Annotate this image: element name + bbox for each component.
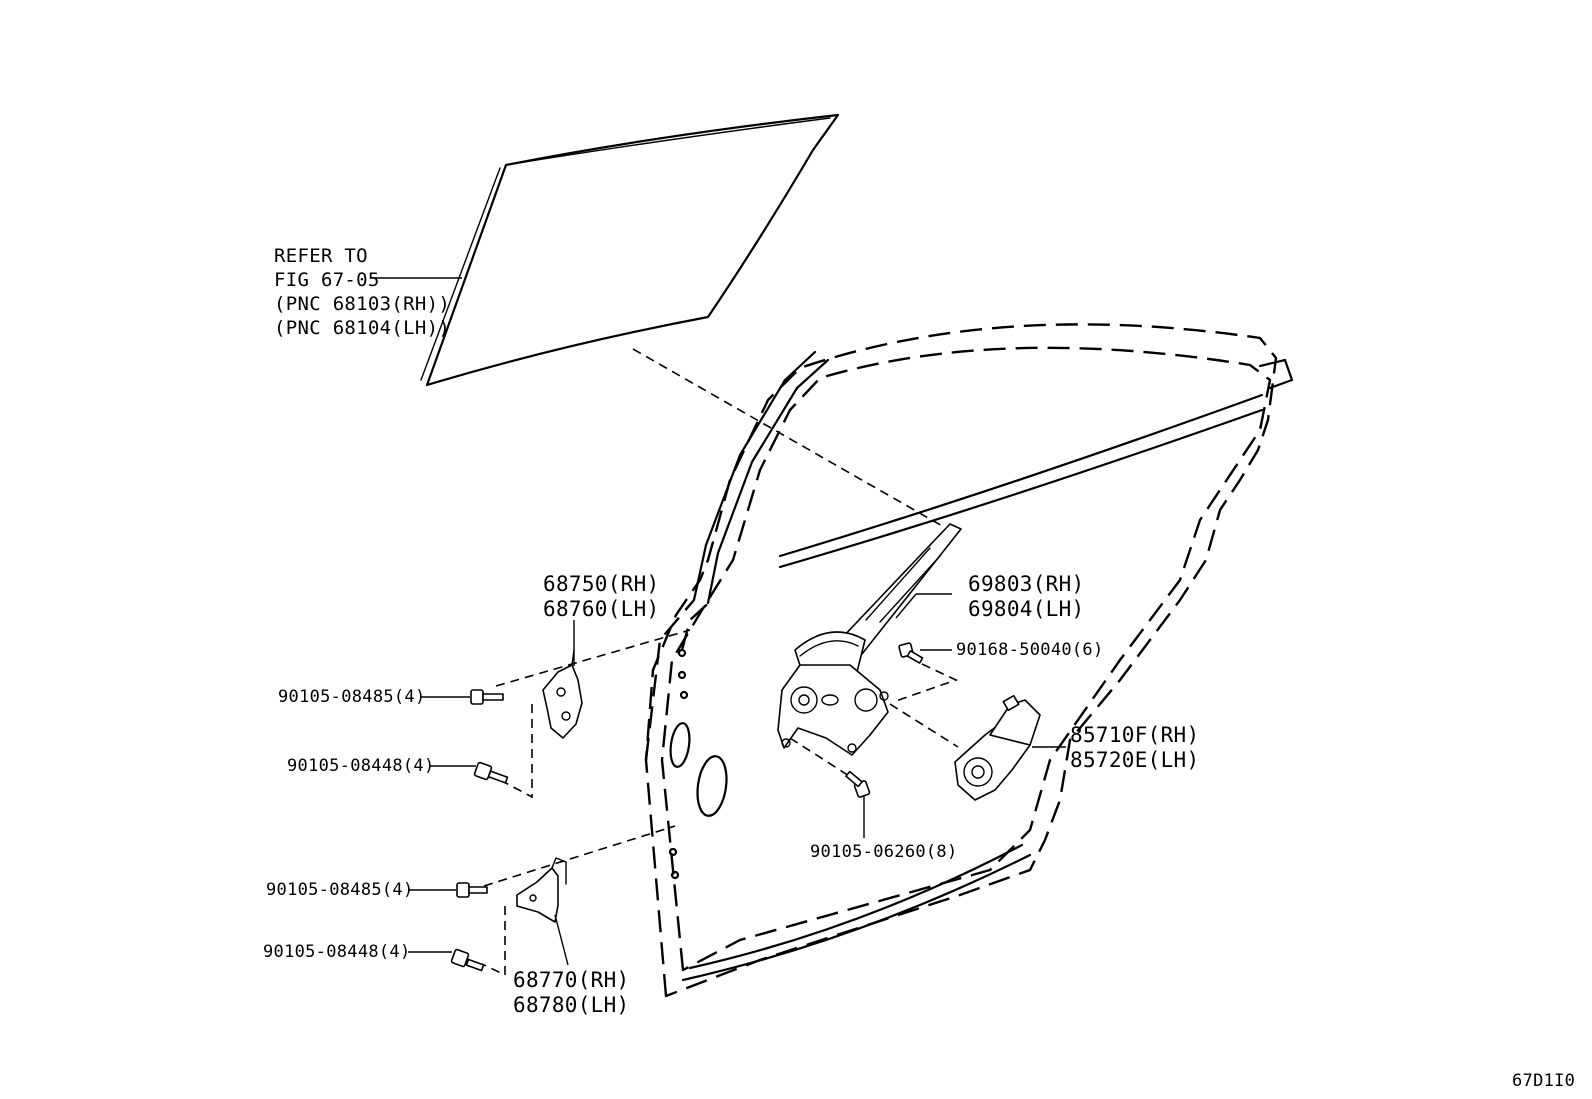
window-motor bbox=[954, 694, 1041, 801]
lower-hinge-label: 68770(RH) 68780(LH) bbox=[513, 968, 630, 1018]
bolt-upper-hinge-a-label: 90105-08485(4) bbox=[278, 687, 426, 707]
bolt-motor-label: 90168-50040(6) bbox=[956, 640, 1104, 660]
regulator-label: 69803(RH) 69804(LH) bbox=[968, 572, 1085, 622]
motor-alignment bbox=[889, 703, 959, 748]
rear-door-panel bbox=[644, 323, 1294, 998]
glass-reference-line2: FIG 67-05 bbox=[274, 269, 380, 291]
bolt-lower-hinge-a bbox=[456, 882, 488, 898]
bolt-upper-hinge-a bbox=[470, 689, 504, 705]
bolt-lower-hinge-b-label: 90105-08448(4) bbox=[263, 942, 411, 962]
regulator-lh: 69804(LH) bbox=[968, 597, 1085, 621]
bolt-regulator bbox=[845, 770, 871, 798]
glass-reference-line4: (PNC 68104(LH)) bbox=[274, 317, 451, 339]
glass-reference-label: REFER TO FIG 67-05 (PNC 68103(RH)) (PNC … bbox=[274, 244, 450, 340]
upper-hinge-label: 68750(RH) 68760(LH) bbox=[543, 572, 660, 622]
bolt-lower-hinge-b bbox=[450, 948, 485, 972]
motor-rh: 85710F(RH) bbox=[1070, 723, 1200, 747]
bolt-upper-hinge-b-label: 90105-08448(4) bbox=[287, 756, 435, 776]
motor-bolt-alignment bbox=[892, 663, 959, 703]
bolt-lower-hinge-a-label: 90105-08485(4) bbox=[266, 880, 414, 900]
diagram-code: 67D1I0 bbox=[1512, 1071, 1576, 1091]
lower-hinge-rh: 68770(RH) bbox=[513, 968, 630, 992]
upper-hinge-bolt-path bbox=[501, 704, 533, 799]
regulator-leader-angle bbox=[895, 593, 917, 619]
upper-hinge-rh: 68750(RH) bbox=[543, 572, 660, 596]
bolt-upper-hinge-b bbox=[473, 761, 509, 784]
motor-lh: 85720E(LH) bbox=[1070, 748, 1200, 772]
lower-hinge bbox=[516, 857, 567, 923]
lower-hinge-lh: 68780(LH) bbox=[513, 993, 630, 1017]
upper-hinge-lh: 68760(LH) bbox=[543, 597, 660, 621]
lower-hinge-bolt-path bbox=[481, 906, 506, 977]
upper-hinge bbox=[542, 649, 583, 739]
glass-reference-line3: (PNC 68103(RH)) bbox=[274, 293, 451, 315]
upper-hinge-alignment bbox=[495, 629, 691, 687]
glass-reference-line1: REFER TO bbox=[274, 245, 368, 267]
regulator-rh: 69803(RH) bbox=[968, 572, 1085, 596]
lower-hinge-alignment bbox=[483, 825, 676, 887]
door-glass bbox=[420, 113, 840, 387]
motor-label: 85710F(RH) 85720E(LH) bbox=[1070, 723, 1199, 773]
bolt-motor bbox=[898, 642, 924, 664]
bolt-regulator-label: 90105-06260(8) bbox=[810, 842, 958, 862]
lower-hinge-leader bbox=[554, 914, 569, 966]
window-regulator bbox=[777, 523, 962, 756]
